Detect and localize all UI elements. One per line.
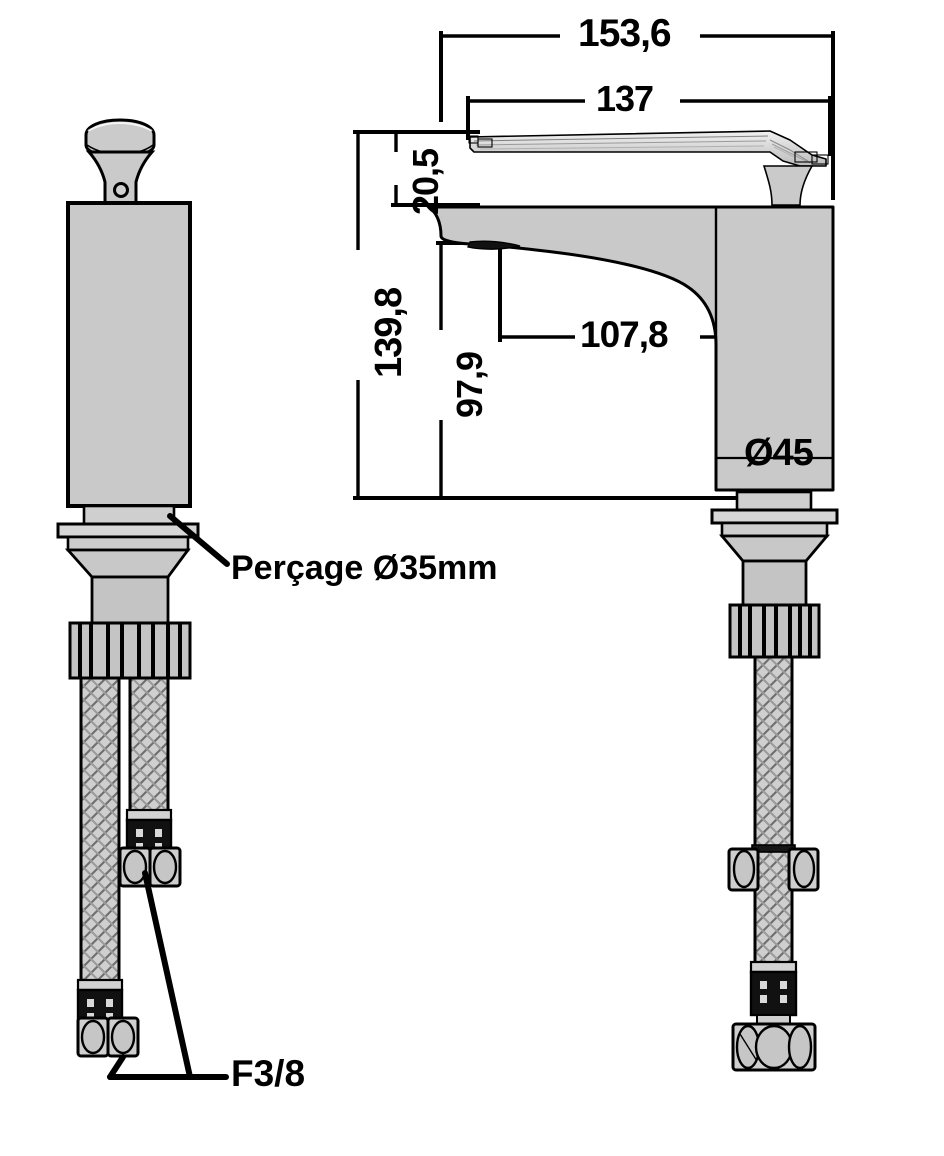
right-view-faucet	[427, 130, 839, 1072]
leader-f38-a	[107, 1054, 126, 1080]
right-flex-hose	[727, 655, 820, 1072]
right-knurl	[738, 605, 812, 657]
left-view-faucet	[56, 118, 200, 1058]
leader-percage	[167, 513, 230, 567]
left-knurl	[78, 623, 182, 678]
leader-lines	[107, 513, 230, 1080]
faucet-body-profile	[427, 205, 835, 492]
right-hex-nut-mid	[727, 847, 820, 892]
lever-handle	[468, 130, 829, 167]
leader-f38-c	[142, 870, 193, 1080]
left-flex-hoses	[76, 676, 182, 1058]
left-mounting-stack	[56, 504, 200, 680]
handle-pedestal	[762, 165, 814, 206]
left-hose-long	[79, 676, 121, 985]
left-hose-short	[128, 676, 170, 815]
left-hex-nut-lower	[76, 1016, 140, 1058]
left-hex-nut-upper	[118, 846, 182, 888]
aerator-lip	[467, 240, 521, 250]
left-grub-screw	[113, 182, 129, 198]
right-ferrule-marks	[760, 981, 787, 1003]
right-mounting-stack	[710, 490, 839, 659]
left-handle-cap	[84, 118, 156, 159]
left-body-cylinder	[66, 201, 192, 508]
right-hex-nut-bottom	[731, 1022, 817, 1072]
